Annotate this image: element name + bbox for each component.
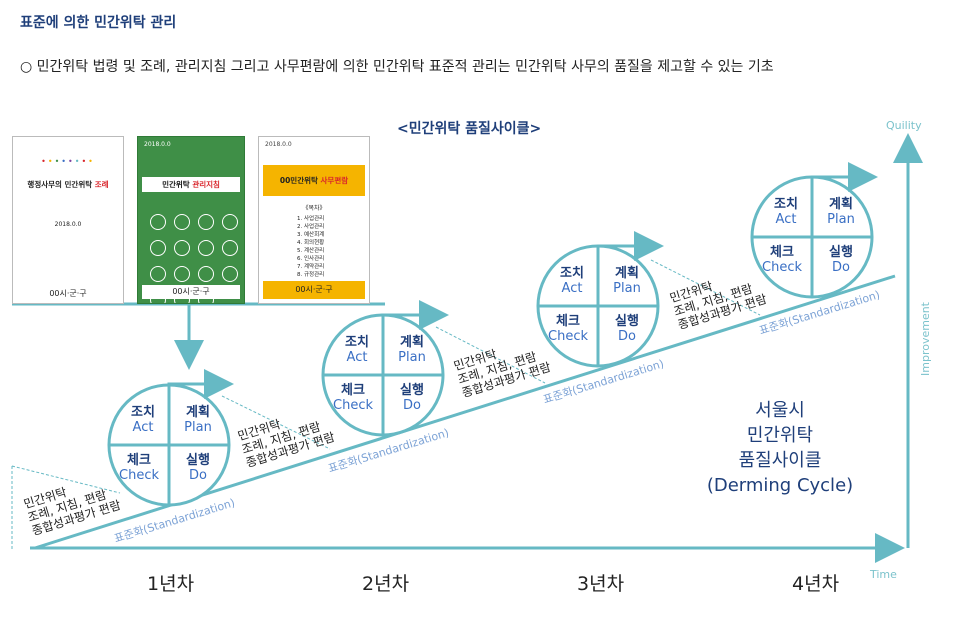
year-label-4: 4년차 [792,569,839,596]
book-toc-head: 《목차》 [263,203,365,212]
book-ordinance: •••••••• 행정사무의 민간위탁 조례 2018.0.0 00시·군·구 [12,136,124,304]
book-guideline: 2018.0.0 민간위탁 관리지침 00시·군·구 [137,136,245,304]
book-title: 00민간위탁 사무편람 [263,165,365,196]
book-footer: 00시·군·구 [13,285,123,303]
seoul-quality-cycle-label: 서울시 민간위탁 품질사이클 (Derming Cycle) [700,398,860,498]
pdca-circle-2 [323,315,443,435]
axis-label-quality: Quility [886,119,922,132]
pdca-circle-4 [752,177,872,297]
book-title: 민간위탁 관리지침 [142,177,240,192]
axis-label-improvement: Improvement [919,302,932,376]
pdca-circle-3 [538,246,658,366]
year-label-1: 1년차 [147,569,194,596]
book-title: 행정사무의 민간위탁 조례 [17,179,119,190]
book-footer: 00시·군·구 [142,285,240,299]
axis-label-time: Time [870,568,897,581]
book-footer: 00시·군·구 [263,281,365,299]
book-date: 2018.0.0 [265,141,292,148]
year-label-2: 2년차 [362,569,409,596]
book-date: 2018.0.0 [17,221,119,228]
book-date: 2018.0.0 [144,141,171,148]
year-label-3: 3년차 [577,569,624,596]
pdca-circle-1 [109,384,229,505]
